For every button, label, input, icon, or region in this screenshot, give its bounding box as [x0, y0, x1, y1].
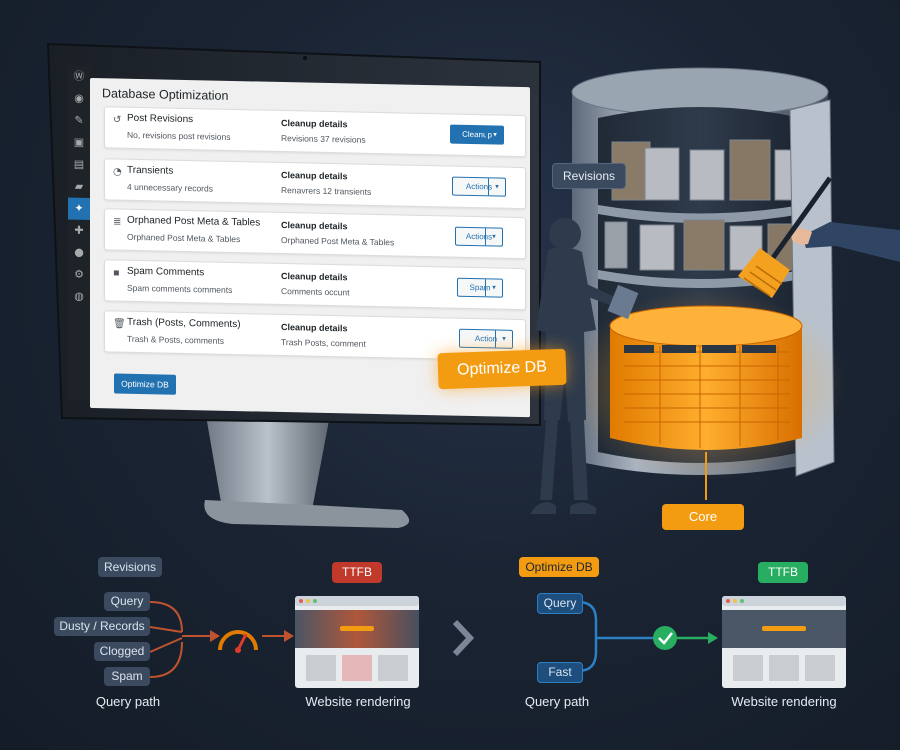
website-rendering-label-after: Website rendering: [731, 694, 837, 709]
pin-icon[interactable]: ✎: [74, 113, 84, 127]
before-flow: [149, 596, 419, 688]
query-path-label: Query path: [95, 694, 161, 709]
before-header: Revisions: [98, 557, 162, 577]
check-icon: [653, 626, 677, 650]
row-detail-title: Cleanup details: [281, 118, 348, 130]
row-action-button[interactable]: Actions▾: [452, 176, 506, 197]
row-title: Transients: [127, 164, 174, 177]
row-title: Orphaned Post Meta & Tables: [127, 214, 261, 229]
row-title: Post Revisions: [127, 112, 194, 126]
row-detail-title: Cleanup details: [281, 220, 348, 232]
row-action-button[interactable]: Actions▾: [455, 226, 503, 247]
website-rendering-label: Website rendering: [305, 694, 411, 709]
pages-icon[interactable]: ▤: [73, 157, 85, 171]
cleanup-row-2: ◔ Transients 4 unnecessary records Cleanup …: [104, 158, 526, 210]
query-input-2: Dusty / Records: [54, 617, 150, 636]
wp-admin-sidebar: Ⓦ ◉ ✎ ▣ ▤ ▰ ✦ ✚ ● ⚙ ◍: [68, 65, 90, 401]
optimize-db-button[interactable]: Optimize DB: [114, 373, 176, 395]
row-action-button[interactable]: Cleanup▾: [450, 124, 504, 145]
row-detail-subtitle: Renavrers 12 transients: [281, 185, 372, 197]
ttfb-badge-before: TTFB: [332, 562, 382, 583]
speedometer-icon: [218, 630, 258, 653]
comments-icon[interactable]: ▰: [74, 179, 84, 193]
broom-hand: [738, 176, 900, 298]
row-detail-title: Cleanup details: [281, 170, 348, 182]
users-icon[interactable]: ●: [74, 245, 84, 259]
ttfb-badge-after: TTFB: [758, 562, 808, 583]
query-input-1: Query: [104, 592, 150, 611]
row-subtitle: Spam comments comments: [127, 282, 233, 295]
revisions-tag: Revisions: [552, 163, 626, 189]
plugins-icon[interactable]: ✚: [74, 223, 84, 237]
trash-icon: 🗑: [113, 318, 126, 330]
chevron-right-icon: [452, 619, 475, 657]
query-path-label-after: Query path: [524, 694, 590, 709]
history-icon: ↺: [113, 114, 122, 126]
row-detail-subtitle: Trash Posts, comment: [281, 337, 366, 349]
after-header: Optimize DB: [519, 557, 599, 577]
query-input-4: Spam: [104, 667, 150, 686]
wordpress-logo-icon[interactable]: Ⓦ: [73, 69, 85, 83]
fast-path-input-1: Query: [537, 593, 583, 614]
page-title: Database Optimization: [102, 86, 229, 103]
row-title: Trash (Posts, Comments): [127, 316, 241, 331]
chevron-down-icon[interactable]: ▾: [488, 178, 505, 196]
after-flow: [577, 596, 846, 688]
media-icon[interactable]: ▣: [73, 135, 85, 149]
row-detail-subtitle: Orphaned Post Meta & Tables: [281, 235, 395, 248]
row-subtitle: Trash & Posts, comments: [127, 333, 224, 346]
chevron-down-icon[interactable]: ▾: [485, 228, 502, 246]
collapse-icon[interactable]: ◍: [74, 289, 84, 303]
chevron-down-icon[interactable]: ▾: [485, 279, 502, 297]
database-icon: ≣: [113, 216, 122, 228]
query-input-3: Clogged: [94, 642, 150, 661]
chevron-down-icon[interactable]: ▾: [486, 126, 503, 144]
row-action-button[interactable]: Spam▾: [457, 277, 503, 298]
clock-icon: ◔: [113, 166, 122, 178]
row-detail-subtitle: Comments occunt: [281, 286, 350, 298]
row-detail-title: Cleanup details: [281, 271, 348, 283]
settings-gear-icon[interactable]: ⚙: [74, 267, 84, 281]
row-action-button[interactable]: Action▾: [459, 328, 513, 349]
server-cabinet: [566, 67, 846, 500]
row-subtitle: No, revisions post revisions: [127, 129, 231, 142]
row-title: Spam Comments: [127, 265, 205, 279]
fast-path-input-2: Fast: [537, 662, 583, 683]
optimize-db-tag: Optimize DB: [437, 348, 567, 390]
row-detail-title: Cleanup details: [281, 322, 348, 334]
row-subtitle: 4 unnecessary records: [127, 181, 213, 194]
tools-icon[interactable]: ✦: [68, 197, 90, 220]
row-subtitle: Orphaned Post Meta & Tables: [127, 231, 241, 245]
core-tag: Core: [662, 504, 744, 530]
row-detail-subtitle: Revisions 37 revisions: [281, 133, 366, 145]
chevron-down-icon[interactable]: ▾: [495, 330, 512, 348]
comment-icon: ▪: [113, 267, 120, 279]
dashboard-icon[interactable]: ◉: [74, 91, 84, 105]
